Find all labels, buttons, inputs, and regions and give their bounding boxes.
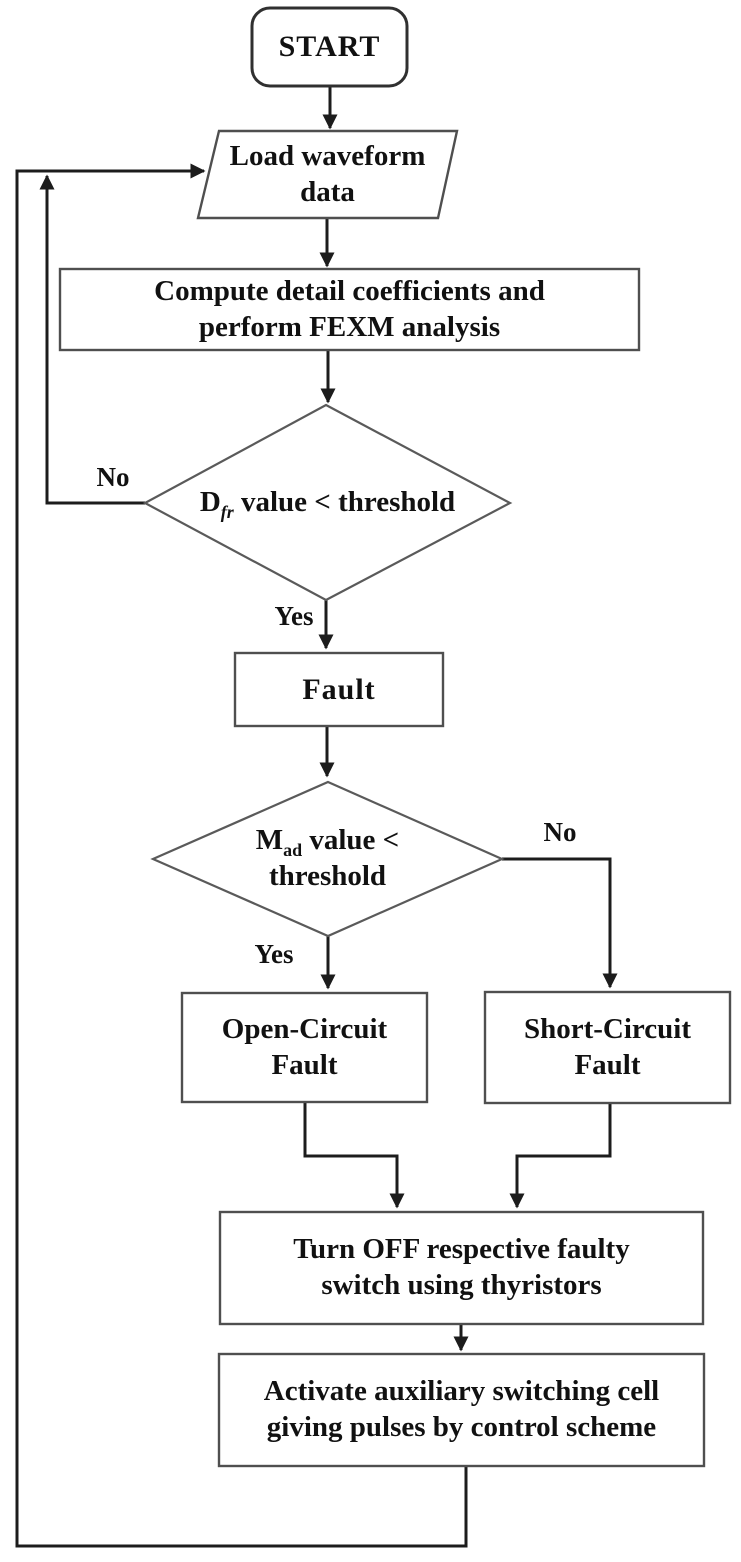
decision1-diamond-shape [142,403,513,602]
compute-process-shape [58,267,641,352]
compute-label: Compute detail coefficients and perform … [154,274,545,343]
decision2-diamond-shape [150,780,505,938]
activate-process-shape [217,1352,706,1468]
short-circuit-fault-shape [483,990,732,1105]
load-waveform-label: Load waveform data [229,139,426,208]
edge-decision2-no [502,857,618,989]
turn-off-label: Turn OFF respective faulty switch using … [293,1233,630,1301]
edge-decision1-no-loop [39,174,145,505]
fault-process-shape [233,651,445,728]
decision2-no-edge-label: No [543,817,577,847]
activate-label: Activate auxiliary switching cell giving… [263,1375,660,1443]
edge-activate-loop-to-load [15,163,468,1548]
turn-off-process-shape [218,1210,705,1326]
decision1-no-edge-label: No [96,462,130,492]
fault-label: Fault [302,672,376,706]
decision2-label: Mad value < threshold [255,824,400,892]
start-terminator-shape [250,6,409,88]
start-label: START [278,30,381,64]
load-waveform-io-shape [196,129,459,220]
decision1-yes-edge-label: Yes [274,601,314,631]
open-circuit-fault-shape [180,991,429,1104]
edge-open-to-turnoff [303,1102,405,1209]
decision1-label: Dfr value < threshold [199,485,456,522]
short-circuit-fault-label: Short-Circuit Fault [523,1012,691,1081]
decision2-yes-edge-label: Yes [254,939,294,969]
open-circuit-fault-label: Open-Circuit Fault [221,1012,388,1081]
edge-short-to-turnoff [509,1103,612,1209]
